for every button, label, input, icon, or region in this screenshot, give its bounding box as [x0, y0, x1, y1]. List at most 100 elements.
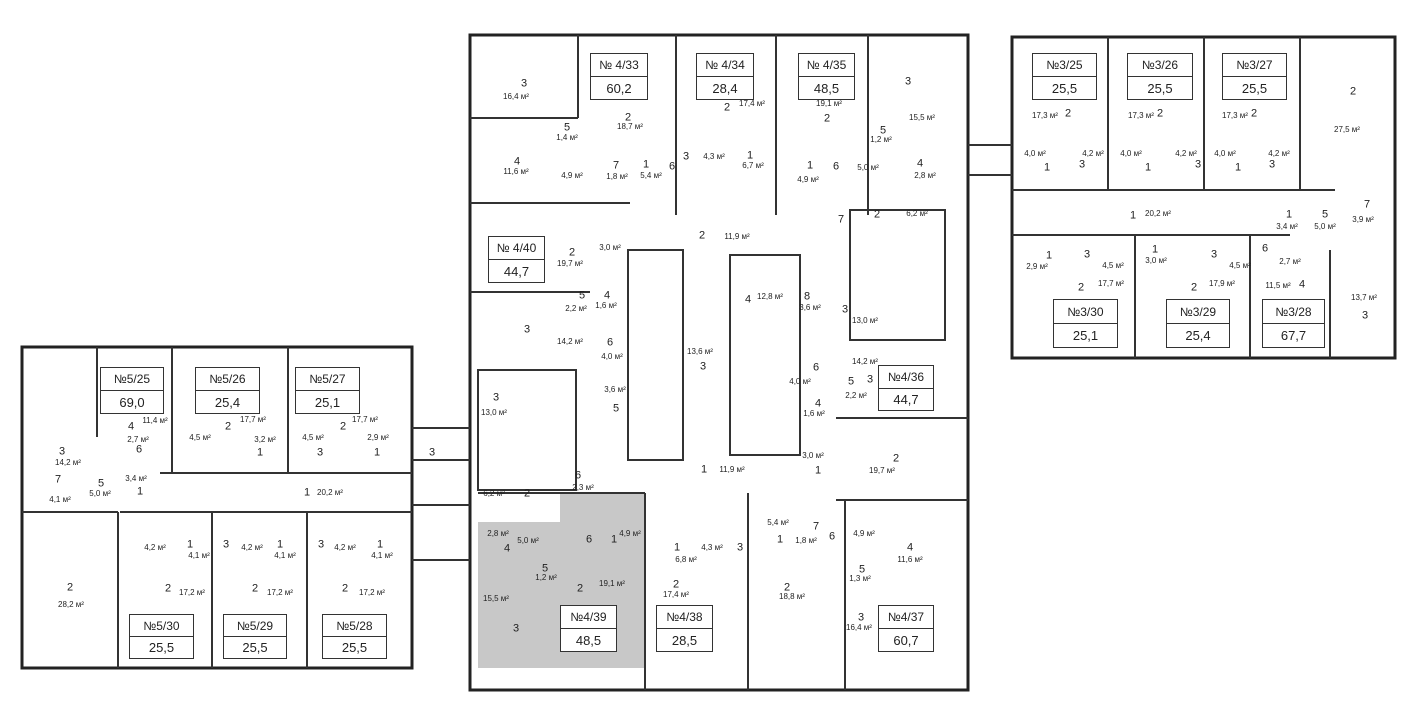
room-number: 6 [135, 443, 143, 456]
room-number: 2 [783, 581, 791, 594]
room-area: 4,2 м² [1268, 149, 1290, 158]
room-area: 4,5 м² [1229, 261, 1251, 270]
room-number: 3 [699, 360, 707, 373]
apartment-number: № 4/35 [806, 58, 847, 72]
room-number: 1 [700, 463, 708, 476]
room-area: 27,5 м² [1334, 125, 1360, 134]
left-wing-outline [20, 345, 414, 670]
room-area: 4,5 м² [1102, 261, 1124, 270]
room-number: 3 [1210, 248, 1218, 261]
apartment-label[interactable]: №3/28 67,7 [1262, 299, 1325, 348]
room-area: 4,9 м² [619, 529, 641, 538]
room-number: 6 [668, 160, 676, 173]
room-number: 4 [127, 420, 135, 433]
room-number: 1 [673, 541, 681, 554]
room-area: 18,8 м² [779, 592, 805, 601]
room-number: 1 [303, 486, 311, 499]
room-area: 3,9 м² [1352, 215, 1374, 224]
room-number: 4 [814, 397, 822, 410]
room-area: 13,0 м² [852, 316, 878, 325]
room-number: 2 [1064, 107, 1072, 120]
room-area: 1,4 м² [556, 133, 578, 142]
room-area: 17,7 м² [240, 415, 266, 424]
apartment-number: №3/29 [1179, 304, 1217, 319]
room-number: 2 [873, 208, 881, 221]
room-number: 3 [222, 538, 230, 551]
apartment-number: №4/39 [570, 610, 607, 624]
room-area: 4,0 м² [1120, 149, 1142, 158]
apartment-number: №3/28 [1275, 304, 1312, 319]
apartment-area: 28,5 [657, 628, 712, 651]
room-number: 2 [523, 487, 531, 500]
room-number: 1 [814, 464, 822, 477]
room-number: 2 [576, 582, 584, 595]
room-number: 5 [879, 124, 887, 137]
room-number: 3 [841, 303, 849, 316]
room-number: 4 [744, 293, 752, 306]
room-area: 2,8 м² [914, 171, 936, 180]
room-area: 14,2 м² [852, 357, 878, 366]
room-area: 3,4 м² [1276, 222, 1298, 231]
room-area: 17,3 м² [1222, 111, 1248, 120]
apartment-area: 60,7 [879, 628, 933, 651]
room-area: 3,4 м² [125, 474, 147, 483]
room-area: 4,2 м² [144, 543, 166, 552]
room-area: 11,9 м² [724, 232, 750, 241]
apartment-area: 67,7 [1263, 323, 1324, 347]
apartment-area: 69,0 [101, 390, 163, 413]
room-number: 2 [892, 452, 900, 465]
room-area: 5,4 м² [767, 518, 789, 527]
apartment-area: 25,4 [1167, 323, 1229, 347]
room-number: 3 [523, 323, 531, 336]
room-area: 15,5 м² [909, 113, 935, 122]
room-area: 1,3 м² [849, 574, 871, 583]
room-area: 28,2 м² [58, 600, 84, 609]
room-area: 5,4 м² [640, 171, 662, 180]
room-area: 4,0 м² [789, 377, 811, 386]
room-area: 11,5 м² [1265, 281, 1291, 290]
room-area: 17,4 м² [739, 99, 765, 108]
center-block-outline [468, 33, 970, 692]
room-area: 4,0 м² [1024, 149, 1046, 158]
room-number: 3 [1078, 158, 1086, 171]
apartment-number: № 4/40 [496, 241, 537, 255]
room-number: 2 [341, 582, 349, 595]
room-number: 3 [1268, 158, 1276, 171]
apartment-label[interactable]: №3/29 25,4 [1166, 299, 1230, 348]
apartment-area: 25,1 [1054, 323, 1117, 347]
room-area: 17,7 м² [1098, 279, 1124, 288]
room-number: 3 [58, 445, 66, 458]
room-area: 4,3 м² [701, 543, 723, 552]
room-area: 2,9 м² [1026, 262, 1048, 271]
room-area: 6,2 м² [483, 489, 505, 498]
room-area: 17,3 м² [1128, 111, 1154, 120]
room-number: 2 [1190, 281, 1198, 294]
room-number: 2 [251, 582, 259, 595]
room-number: 3 [682, 150, 690, 163]
apartment-number: №5/28 [336, 618, 373, 633]
room-area: 17,9 м² [1209, 279, 1235, 288]
apartment-number: №3/25 [1046, 58, 1083, 72]
room-number: 2 [1156, 107, 1164, 120]
room-area: 5,0 м² [1314, 222, 1336, 231]
room-area: 3,2 м² [254, 435, 276, 444]
